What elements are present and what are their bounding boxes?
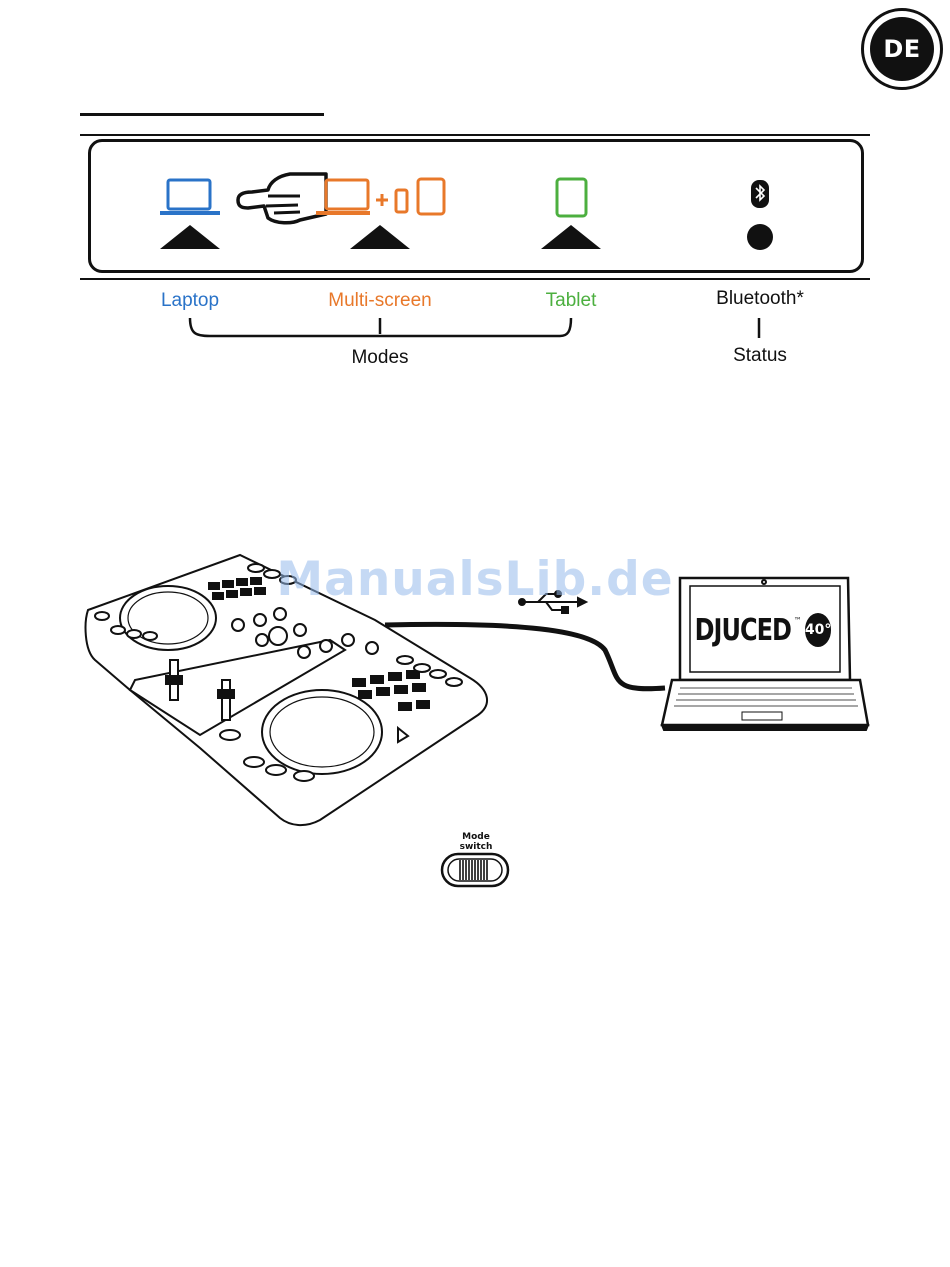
tablet-mode-label: Tablet [521,290,621,312]
tablet-mode-triangle [541,225,601,249]
laptop-mode-icon [160,180,220,213]
mode-switch-caption-line2: switch [440,842,512,852]
multiscreen-mode-icon [316,179,444,214]
mode-switch-caption-line1: Mode [440,832,512,842]
multiscreen-mode-triangle [350,225,410,249]
tablet-mode-icon [557,179,586,216]
pointing-hand-icon [238,174,326,223]
bluetooth-icon [751,180,769,208]
status-label: Status [690,345,830,367]
watermark: ManualsLib.de [0,552,950,607]
djuced-trademark: ™ [794,616,802,625]
djuced-logo: DJUCED ™ 40° [703,610,823,650]
mode-panel-graphics [0,0,950,380]
multiscreen-mode-label: Multi-screen [315,290,445,312]
mode-switch [440,852,512,888]
djuced-brand: DJUCED [695,613,791,648]
bluetooth-label: Bluetooth* [690,288,830,310]
status-led [747,224,773,250]
modes-group-label: Modes [310,347,450,369]
mode-switch-caption: Mode switch [440,832,512,852]
laptop-mode-label: Laptop [140,290,240,312]
jog-wheel-right [262,690,382,774]
laptop-mode-triangle [160,225,220,249]
